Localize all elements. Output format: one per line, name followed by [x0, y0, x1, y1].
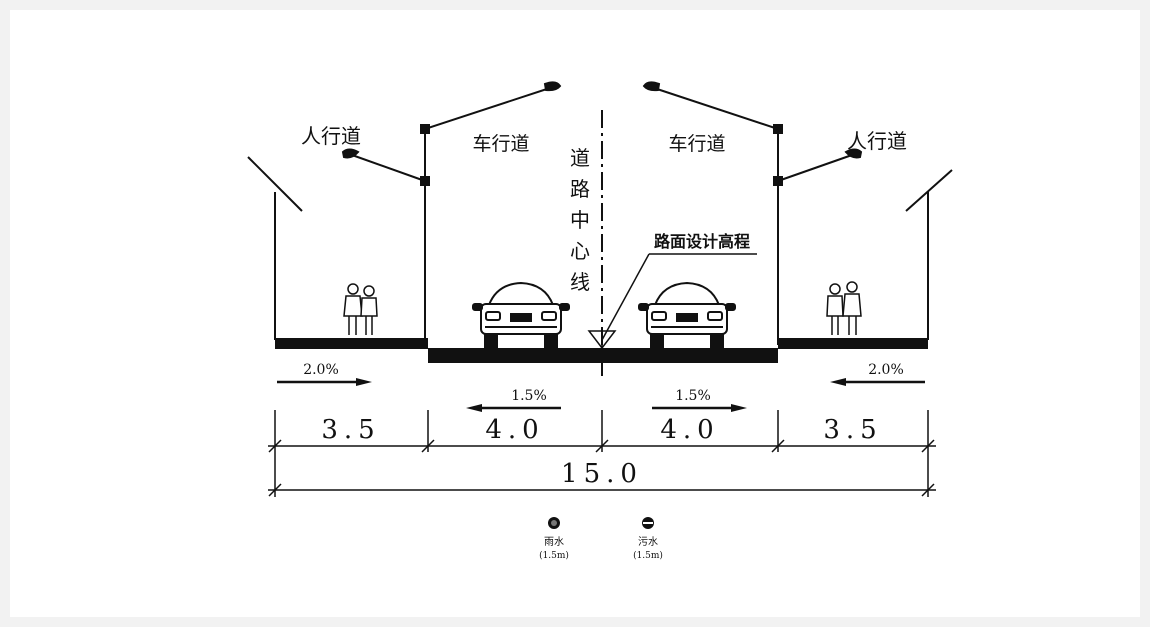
slope-value: 1.5%: [675, 388, 711, 404]
centerline-char: 线: [570, 270, 590, 294]
carriageway-pavement: [428, 348, 778, 363]
pipe-name: 雨水: [544, 536, 564, 548]
drawing-sheet: [10, 10, 1140, 617]
car-left-icon: [472, 281, 570, 348]
arrowhead-icon: [830, 378, 846, 386]
centerline-char: 心: [570, 239, 590, 263]
left-sidewalk-frame: [247, 156, 303, 340]
slope-value: 1.5%: [511, 388, 547, 404]
arrowhead-icon: [731, 404, 747, 412]
pedestrians-left-icon: [343, 283, 378, 335]
centerline-char: 路: [570, 177, 590, 201]
pipe-size: (1.5m): [633, 550, 663, 561]
pedestrians-right-icon: [826, 281, 862, 335]
right-streetlight: [642, 81, 863, 345]
right-sidewalk-pavement: [778, 338, 928, 349]
pipe-sewage: 污水 (1.5m): [633, 517, 663, 561]
right-sidewalk-frame: [905, 169, 953, 340]
pipe-rain: 雨水 (1.5m): [539, 517, 569, 561]
dimension-lane-left: 4.0: [485, 415, 544, 445]
dimension-total: 15.0: [561, 459, 643, 489]
carriageway-left-label: 车行道: [472, 133, 529, 155]
dimension-sidewalk-left: 3.5: [321, 415, 380, 445]
dimension-lines: [268, 410, 936, 497]
dimension-sidewalk-right: 3.5: [823, 415, 882, 445]
carriageway-right-label: 车行道: [668, 133, 725, 155]
arrowhead-icon: [356, 378, 372, 386]
pipe-size: (1.5m): [539, 550, 569, 561]
centerline-char: 中: [570, 208, 590, 232]
sidewalk-left-label: 人行道: [301, 124, 361, 148]
rain-pipe-inner: [551, 520, 557, 526]
dimension-lane-right: 4.0: [660, 415, 719, 445]
sidewalk-right-label: 人行道: [847, 129, 907, 153]
centerline-label: 道 路 中 心 线: [570, 146, 590, 294]
slope-value: 2.0%: [868, 362, 904, 378]
pipe-name: 污水: [638, 536, 658, 548]
design-elevation-marker: [587, 253, 757, 350]
slope-right-lane: 1.5%: [652, 388, 747, 412]
slope-left-sidewalk: 2.0%: [277, 362, 372, 386]
left-streetlight: [341, 81, 562, 345]
arrowhead-icon: [466, 404, 482, 412]
slope-value: 2.0%: [303, 362, 339, 378]
design-elevation-label: 路面设计高程: [654, 232, 750, 251]
slope-left-lane: 1.5%: [466, 388, 561, 412]
car-right-icon: [638, 281, 736, 348]
centerline-char: 道: [570, 146, 590, 170]
slope-right-sidewalk: 2.0%: [830, 362, 925, 386]
left-sidewalk-pavement: [275, 338, 428, 349]
